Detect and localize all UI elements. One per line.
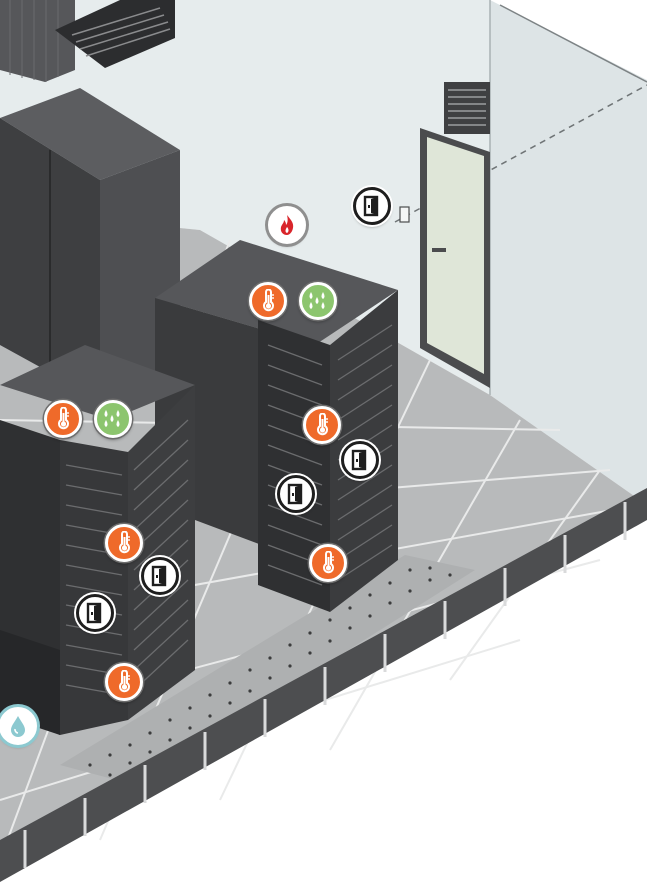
door-sensor[interactable] — [353, 187, 391, 225]
temperature-sensor[interactable] — [249, 282, 287, 320]
water-drop-icon — [8, 714, 28, 738]
temperature-sensor[interactable] — [303, 406, 341, 444]
thermometer-icon — [258, 289, 278, 313]
thermometer-icon — [114, 670, 134, 694]
thermometer-icon — [53, 407, 73, 431]
door-icon — [85, 602, 105, 624]
thermometer-icon — [312, 413, 332, 437]
water-drops-icon — [305, 290, 331, 312]
door-icon — [362, 195, 382, 217]
door-icon — [286, 483, 306, 505]
leak-sensor[interactable] — [0, 707, 37, 745]
thermometer-icon — [318, 551, 338, 575]
humidity-sensor[interactable] — [94, 400, 132, 438]
temperature-sensor[interactable] — [105, 524, 143, 562]
door-panel[interactable] — [427, 137, 484, 374]
door-sensor[interactable] — [277, 475, 315, 513]
wall-switch — [400, 207, 409, 222]
humidity-sensor[interactable] — [299, 282, 337, 320]
door-sensor[interactable] — [141, 557, 179, 595]
fire-sensor[interactable] — [268, 206, 306, 244]
temperature-sensor[interactable] — [105, 663, 143, 701]
door-sensor[interactable] — [341, 441, 379, 479]
water-drops-icon — [100, 408, 126, 430]
door-icon — [150, 565, 170, 587]
temperature-sensor[interactable] — [44, 400, 82, 438]
temperature-sensor[interactable] — [309, 544, 347, 582]
ceiling-duct — [0, 0, 75, 82]
door-icon — [350, 449, 370, 471]
flame-icon — [277, 213, 297, 237]
door-sensor[interactable] — [76, 594, 114, 632]
door-handle[interactable] — [432, 248, 446, 252]
thermometer-icon — [114, 531, 134, 555]
